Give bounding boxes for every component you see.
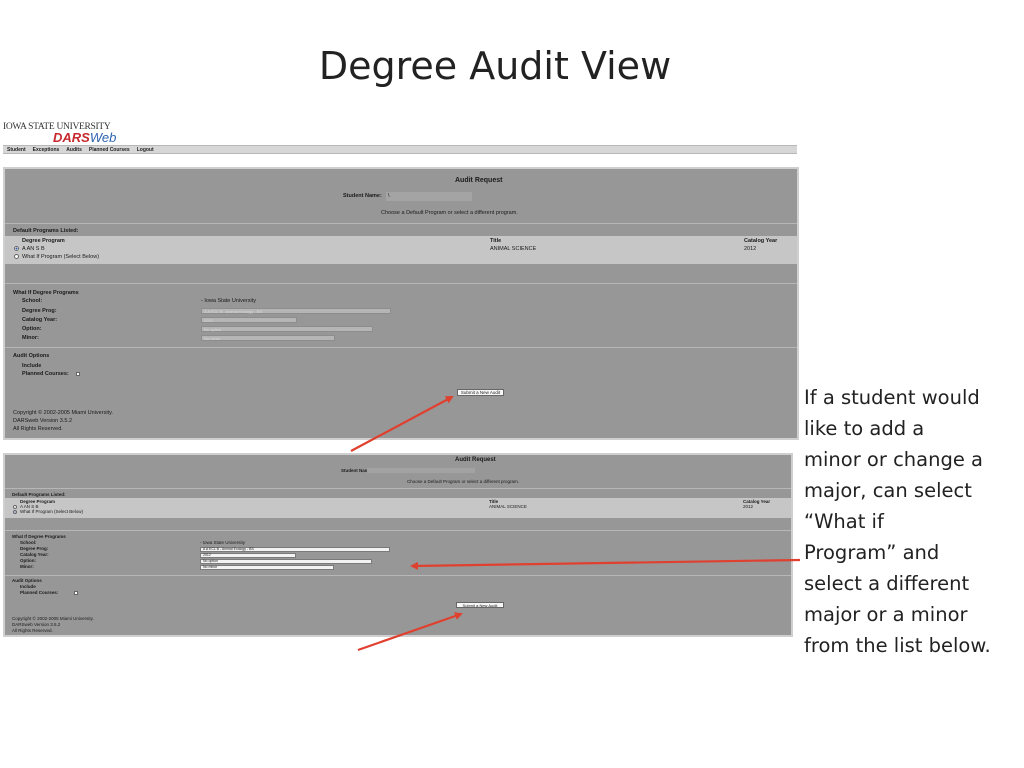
radio-what-if[interactable] bbox=[14, 254, 19, 259]
catalog-year-select[interactable]: 2012 bbox=[200, 553, 296, 558]
col-title: Title bbox=[489, 499, 499, 504]
callout-line: “What if bbox=[804, 510, 884, 533]
arrow-to-submit-bottom bbox=[357, 612, 463, 652]
program-year: 2012 bbox=[743, 504, 754, 509]
col-degree-program: Degree Program bbox=[22, 238, 65, 244]
arrow-to-submit-top bbox=[350, 396, 454, 452]
degree-prog-label: Degree Prog: bbox=[22, 308, 57, 314]
degree-prog-select[interactable]: A A ECL B - Animal Ecology - BS bbox=[200, 547, 390, 552]
callout-line: from the list below. bbox=[804, 634, 991, 657]
callout-text: If a student would like to add a minor o… bbox=[804, 382, 1014, 661]
submit-new-audit-button[interactable]: Submit a New Audit bbox=[456, 602, 504, 608]
instruction-text: Choose a Default Program or select a dif… bbox=[407, 479, 519, 484]
callout-line: If a student would bbox=[804, 386, 980, 409]
minor-select[interactable]: No minor bbox=[201, 335, 335, 341]
copyright-text: Copyright © 2002-2005 Miami University. bbox=[12, 616, 94, 621]
planned-courses-label: Planned Courses: bbox=[22, 371, 69, 377]
degree-prog-label: Degree Prog: bbox=[20, 546, 49, 551]
instruction-text: Choose a Default Program or select a dif… bbox=[381, 210, 518, 216]
program-title: ANIMAL SCIENCE bbox=[489, 504, 527, 509]
audit-options-label: Audit Options bbox=[12, 578, 42, 583]
include-label: Include bbox=[20, 584, 36, 589]
planned-courses-checkbox[interactable] bbox=[76, 372, 80, 376]
slide-title: Degree Audit View bbox=[318, 44, 672, 88]
minor-label: Minor: bbox=[20, 564, 34, 569]
callout-line: major or a minor bbox=[804, 603, 968, 626]
degree-prog-select[interactable]: A A ECL B - Animal Ecology - BS bbox=[201, 308, 391, 314]
arrow-to-what-if-fields bbox=[410, 558, 801, 570]
radio-default-program[interactable] bbox=[13, 505, 17, 509]
audit-options-label: Audit Options bbox=[13, 353, 50, 359]
include-label: Include bbox=[22, 363, 42, 369]
catalog-year-select[interactable]: 2012 bbox=[201, 317, 297, 323]
default-programs-label: Default Programs Listed: bbox=[13, 228, 79, 234]
logo-product: DARSWeb bbox=[53, 130, 117, 145]
student-name-field: \ bbox=[386, 192, 472, 201]
what-if-section-label: What If Degree Programs bbox=[12, 534, 66, 539]
col-catalog-year: Catalog Year bbox=[743, 499, 771, 504]
callout-line: select a different bbox=[804, 572, 970, 595]
col-degree-program: Degree Program bbox=[20, 499, 56, 504]
nav-audits[interactable]: Audits bbox=[66, 146, 82, 153]
school-label: School: bbox=[20, 540, 37, 545]
panel-heading: Audit Request bbox=[455, 177, 503, 184]
callout-line: minor or change a bbox=[804, 448, 983, 471]
program-code: A AN S B bbox=[20, 504, 39, 509]
col-catalog-year: Catalog Year bbox=[744, 238, 778, 244]
option-select[interactable]: No option bbox=[200, 559, 372, 564]
nav-logout[interactable]: Logout bbox=[136, 146, 154, 153]
what-if-option-label: What If Program (Select Below) bbox=[22, 254, 100, 260]
logo-university: IOWA STATE UNIVERSITY bbox=[3, 122, 111, 132]
catalog-year-label: Catalog Year: bbox=[22, 317, 58, 323]
default-programs-table: Degree Program Title Catalog Year A AN S… bbox=[5, 236, 797, 264]
planned-courses-label: Planned Courses: bbox=[20, 590, 59, 595]
program-title: ANIMAL SCIENCE bbox=[490, 246, 537, 252]
radio-what-if[interactable] bbox=[13, 510, 17, 514]
student-name-field bbox=[367, 468, 475, 473]
student-name-label: Student Nam bbox=[341, 468, 369, 473]
program-year: 2012 bbox=[744, 246, 757, 252]
option-select[interactable]: No option bbox=[201, 326, 373, 332]
nav-planned-courses[interactable]: Planned Courses bbox=[88, 146, 130, 153]
nav-exceptions[interactable]: Exceptions bbox=[32, 146, 60, 153]
audit-request-panel-top: Audit Request Student Name: \ Choose a D… bbox=[3, 167, 799, 440]
minor-select[interactable]: No minor bbox=[200, 565, 334, 570]
rights-text: All Rights Reserved. bbox=[13, 426, 63, 432]
program-code: A AN S B bbox=[22, 246, 45, 252]
school-label: School: bbox=[22, 298, 43, 304]
option-label: Option: bbox=[22, 326, 42, 332]
copyright-text: Copyright © 2002-2005 Miami University. bbox=[13, 410, 113, 416]
callout-line: major, can select bbox=[804, 479, 972, 502]
student-name-label: Student Name: bbox=[343, 193, 382, 199]
rights-text: All Rights Reserved. bbox=[12, 628, 53, 633]
what-if-option-label: What If Program (Select Below) bbox=[20, 509, 84, 514]
school-value: - Iowa State University bbox=[201, 298, 257, 304]
what-if-section-label: What If Degree Programs bbox=[13, 290, 79, 296]
callout-line: Program” and bbox=[804, 541, 940, 564]
version-text: DARSweb Version 3.5.2 bbox=[12, 622, 61, 627]
minor-label: Minor: bbox=[22, 335, 39, 341]
planned-courses-checkbox[interactable] bbox=[74, 591, 78, 595]
catalog-year-label: Catalog Year: bbox=[20, 552, 49, 557]
nav-student[interactable]: Student bbox=[7, 146, 26, 153]
default-programs-table: Degree Program Title Catalog Year A AN S… bbox=[5, 498, 791, 518]
audit-request-panel-bottom: Audit Request Student Nam Choose a Defau… bbox=[3, 453, 793, 637]
col-title: Title bbox=[490, 238, 502, 244]
school-value: - Iowa State University bbox=[200, 540, 246, 545]
dars-web-logo: IOWA STATE UNIVERSITY DARSWeb bbox=[3, 122, 133, 146]
callout-line: like to add a bbox=[804, 417, 925, 440]
version-text: DARSweb Version 3.5.2 bbox=[13, 418, 73, 424]
nav-bar: Student Exceptions Audits Planned Course… bbox=[3, 145, 797, 154]
radio-default-program[interactable] bbox=[14, 246, 19, 251]
panel-heading: Audit Request bbox=[455, 457, 496, 463]
option-label: Option: bbox=[20, 558, 36, 563]
default-programs-label: Default Programs Listed: bbox=[12, 492, 66, 497]
submit-new-audit-button[interactable]: Submit a New Audit bbox=[457, 389, 504, 396]
